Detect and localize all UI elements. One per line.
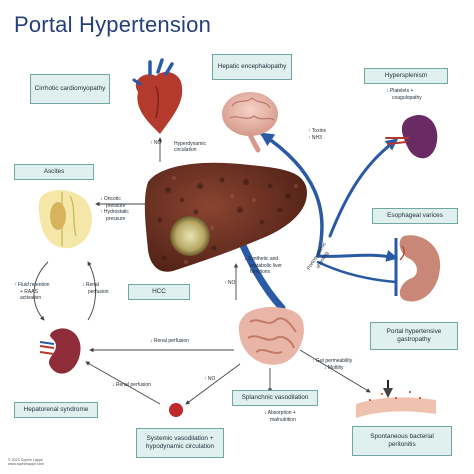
box-hypersplenism: Hypersplenism (364, 68, 448, 84)
note-line: ↓ Renal perfusion (112, 382, 151, 388)
spleen-illustration (385, 114, 438, 159)
note-synthetic-functions: ↓ Synthetic and metabolic liver function… (244, 256, 282, 276)
note-line: ↓ Renal perfusion (150, 338, 189, 344)
note-line: perfusion (88, 288, 109, 295)
note-line: ↑ NH3 (308, 134, 322, 141)
liver-illustration (144, 162, 307, 272)
ascites-illustration (38, 190, 92, 249)
copyright-notice: © 2023 Sophie Lappe www.sophielappe.com (8, 458, 44, 467)
box-hepatic-encephalopathy: Hepatic encephalopathy (212, 54, 292, 80)
note-line: Hyperdynamic (174, 140, 206, 147)
note-line: ↓ Motility (324, 364, 344, 371)
note-platelets: ↓ Platelets + coagulopathy (386, 88, 422, 101)
kidney-illustration (39, 328, 81, 374)
box-esophageal-varices: Esophageal varices (372, 208, 458, 224)
note-gut-permeability: ↑ Gut permeability ↓ Motility (312, 358, 352, 371)
note-line: + RAAS (20, 288, 38, 295)
vein-to-spleen (328, 138, 398, 238)
brain-illustration (222, 92, 278, 153)
note-line: coagulopathy (392, 94, 422, 101)
note-no-low: ↑ NO (204, 376, 215, 383)
note-renal-perfusion-mid: ↓ Renal perfusion (150, 338, 189, 345)
note-fluid-retention: ↑ Fluid retention + RAAS activation (14, 282, 50, 302)
note-renal-perfusion-low: ↓ Renal perfusion (112, 382, 151, 389)
note-line: pressure (106, 215, 126, 222)
note-renal-perfusion-left: ↓ Renal perfusion (82, 282, 109, 295)
box-hcc: HCC (128, 284, 190, 300)
box-spontaneous-bacterial-peritonitis: Spontaneous bacterial peritonitis (352, 426, 452, 456)
box-splanchnic-vasodilation: Splanchnic vasodilation (232, 390, 318, 406)
note-line: ↓ Oncotic (100, 196, 121, 202)
note-line: activation (20, 295, 42, 301)
vein-to-brain (259, 132, 324, 258)
heart-illustration (132, 58, 183, 134)
note-absorption: ↓ Absorption + malnutrition (264, 410, 296, 423)
blood-vessel-icon (169, 403, 183, 417)
note-toxins: ↑ Toxins ↑ NH3 (308, 128, 326, 141)
box-cirrhotic-cardiomyopathy: Cirrhotic cardiomyopathy (30, 74, 110, 104)
box-portal-hypertensive-gastropathy: Portal hypertensive gastropathy (370, 322, 458, 350)
intestines-illustration (238, 307, 304, 365)
note-hyperdynamic-circulation: ↑ NO Hyperdynamic circulation (150, 140, 206, 154)
hcc-tumor (170, 216, 210, 256)
note-line: malnutrition (270, 416, 296, 423)
note-line: ↑ NO (204, 376, 216, 382)
note-line: ↑ Gut permeability (312, 358, 353, 364)
note-no-mid: ↑ NO (224, 280, 235, 287)
note-line: ↑ NO (150, 140, 162, 146)
note-line: ↓ Synthetic and (244, 256, 279, 262)
note-oncotic-hydrostatic: ↓ Oncotic pressure ↑ Hydrostatic pressur… (100, 196, 129, 222)
note-line: ↓ Renal (82, 282, 99, 288)
box-ascites: Ascites (14, 164, 94, 180)
note-line: circulation (174, 147, 197, 153)
peritoneum-strip (356, 380, 436, 418)
box-hepatorenal-syndrome: Hepatorenal syndrome (14, 402, 98, 418)
vein-to-stomach (316, 249, 399, 262)
vein-to-gastropathy (316, 260, 398, 284)
copyright-line: © 2023 Sophie Lappe (8, 458, 43, 462)
box-systemic-vasodilation: Systemic vasodilation + hypodynamic circ… (136, 428, 224, 458)
note-line: ↑ Hydrostatic (100, 209, 129, 215)
note-line: functions (250, 269, 271, 275)
note-line: ↑ Toxins (308, 128, 326, 134)
note-line: ↓ Absorption + (264, 410, 296, 416)
flow-arrows (33, 137, 371, 405)
note-line: ↓ Platelets + (386, 88, 414, 94)
note-line: ↑ NO (224, 280, 236, 286)
page-title: Portal Hypertension (14, 12, 212, 37)
note-line: metabolic liver (250, 262, 282, 269)
note-line: ↑ Fluid retention (14, 282, 50, 288)
note-line: pressure (106, 202, 126, 209)
stomach-illustration (394, 235, 441, 302)
copyright-line: www.sophielappe.com (8, 462, 44, 467)
